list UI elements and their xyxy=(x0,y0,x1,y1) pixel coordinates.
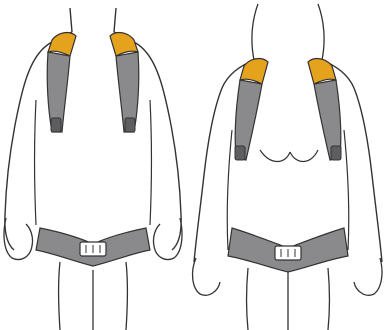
male-right-hand xyxy=(153,218,182,260)
male-strap-buckle-right xyxy=(125,118,135,132)
female-left-hand xyxy=(193,258,220,295)
male-legs xyxy=(59,262,128,330)
female-body-outline xyxy=(194,60,382,262)
female-strap-buckle-right xyxy=(331,146,341,160)
female-hair xyxy=(252,4,324,60)
female-legs xyxy=(247,268,330,330)
male-strap-buckle-left xyxy=(51,118,61,132)
male-figure xyxy=(4,8,182,330)
male-left-hand xyxy=(4,218,33,260)
male-neck xyxy=(70,8,116,32)
female-bust xyxy=(260,150,318,162)
male-body-outline xyxy=(5,32,181,250)
female-figure xyxy=(193,4,382,330)
female-strap-buckle-left xyxy=(235,146,245,160)
female-right-hand xyxy=(354,258,382,295)
